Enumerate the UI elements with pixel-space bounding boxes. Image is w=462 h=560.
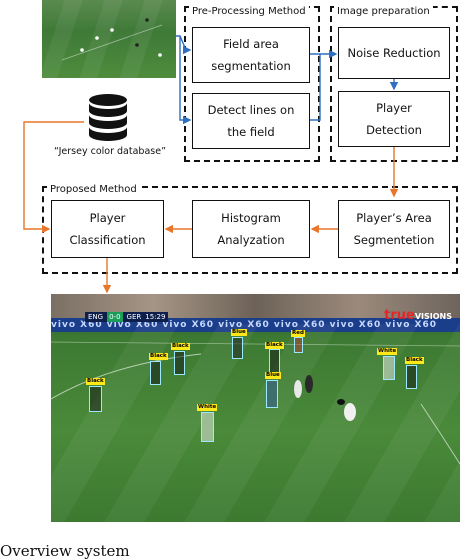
player-classification-line1: Player: [89, 211, 126, 225]
detect-lines-line2: the field: [227, 125, 275, 139]
player-detection: [266, 380, 278, 408]
player-detection: [89, 386, 102, 412]
player-detection-line2: Detection: [366, 123, 422, 137]
detection-label: Red: [291, 330, 305, 337]
detection-label: Black: [86, 378, 105, 385]
detection-label: White: [377, 348, 398, 355]
player-classification-line2: Classification: [69, 233, 146, 247]
player-detection: [406, 365, 417, 389]
player-detection: [383, 356, 395, 380]
brand-main: true: [384, 308, 415, 323]
histogram-line2: Analyzation: [217, 233, 285, 247]
players-area-segmentation-box: Player’s Area Segmentetion: [338, 200, 450, 258]
player-detection-line1: Player: [376, 101, 412, 115]
field-area-line1: Field area: [223, 37, 279, 51]
detection-label: Blue: [231, 329, 247, 336]
score-home: ENG: [88, 313, 104, 321]
detection-label: Blue: [265, 372, 281, 379]
detect-lines-line1: Detect lines on: [207, 103, 295, 117]
players-area-line2: Segmentetion: [353, 233, 435, 247]
database-caption: “Jersey color database”: [54, 146, 166, 157]
untagged-players: [294, 375, 356, 421]
field-area-line2: segmentation: [211, 59, 291, 73]
player-classification-box: Player Classification: [51, 200, 164, 258]
score-away: GER: [126, 313, 142, 321]
player-detection: [174, 351, 185, 375]
database-icon: [86, 93, 130, 143]
broadcaster-logo: trueVISIONS: [384, 308, 452, 323]
noise-reduction-box: Noise Reduction: [338, 27, 450, 79]
player-detection: [150, 361, 161, 385]
detect-lines-box: Detect lines on the field: [192, 93, 310, 149]
detection-label: Black: [149, 353, 168, 360]
player-detection: [232, 337, 243, 359]
preprocessing-title: Pre-Processing Method: [189, 6, 309, 17]
histogram-line1: Histogram: [221, 211, 281, 225]
noise-reduction-label: Noise Reduction: [347, 46, 441, 60]
detection-label: White: [197, 404, 218, 411]
figure-caption: Overview system: [0, 542, 130, 560]
scoreboard: ENG 0-0 GER 15:29: [85, 312, 169, 322]
player-detection: [201, 412, 214, 442]
detection-label: Black: [265, 342, 284, 349]
detection-label: Black: [405, 357, 424, 364]
output-frame: vivo X60 vivo X60 vivo X60 vivo X60 vivo…: [51, 294, 460, 522]
detection-label: Black: [171, 343, 190, 350]
proposed-method-title: Proposed Method: [47, 184, 140, 195]
brand-suffix: VISIONS: [414, 312, 452, 321]
players-area-line1: Player’s Area: [356, 211, 432, 225]
player-detection: [294, 337, 303, 353]
match-thumbnail: [42, 0, 176, 78]
score-clock: 15:29: [145, 313, 166, 321]
player-detection-box: Player Detection: [338, 91, 450, 147]
field-area-segmentation-box: Field area segmentation: [192, 27, 310, 83]
histogram-analyzation-box: Histogram Analyzation: [192, 200, 310, 258]
score-value: 0-0: [107, 312, 123, 322]
image-preparation-title: Image preparation: [334, 6, 433, 17]
